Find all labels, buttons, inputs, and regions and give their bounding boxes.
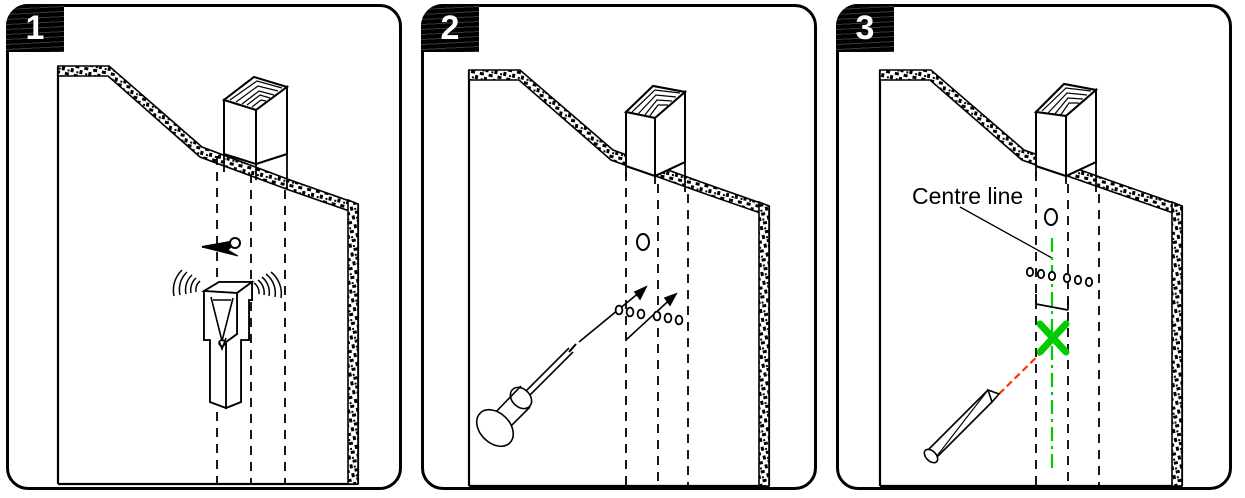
wall-plane [56, 66, 360, 486]
pencil [923, 388, 1001, 464]
wood-grain [229, 80, 283, 108]
centre-line-label: Centre line [912, 183, 1024, 209]
wood-grain [1041, 87, 1092, 117]
wood-grain [631, 89, 681, 118]
probe-direction-arrow-2 [625, 292, 678, 341]
stud-hidden-edges [223, 154, 288, 190]
fixing-hole [1044, 208, 1058, 226]
stud-width-bracket [1035, 294, 1069, 311]
panel-1-artwork [6, 4, 402, 490]
panel-1-drawing [56, 65, 360, 486]
fixing-hole [636, 233, 650, 251]
probe-holes-right [1062, 272, 1094, 288]
wall-top-broken-edge [468, 69, 770, 218]
centre-mark-cross [1036, 320, 1070, 356]
step-number-1: 1 [25, 9, 45, 47]
wall-right-broken-edge [758, 200, 770, 487]
probe-direction-arrow-1 [578, 285, 648, 343]
leader-line [959, 206, 1053, 259]
stud-finder-device [201, 280, 255, 410]
probe-holes-right [652, 310, 684, 326]
timber-stud [1033, 82, 1099, 178]
panel-step-1: 1 [0, 0, 415, 498]
marking-line [998, 339, 1055, 395]
dashed-centre-guides [1035, 172, 1100, 486]
panel-2-artwork [421, 4, 817, 490]
timber-stud [623, 84, 688, 178]
panel-3-frame [836, 4, 1232, 490]
probe-holes-left [1025, 266, 1057, 282]
step-badge-2: 2 [421, 4, 479, 52]
dashed-centre-guides [625, 172, 689, 486]
panel-3-artwork [836, 4, 1232, 490]
step-badge-3: 3 [836, 4, 894, 52]
stud-finder-marking [210, 296, 234, 352]
panel-3-drawing [878, 69, 1184, 488]
signal-waves-right [253, 271, 283, 299]
step-badge-1: 1 [6, 4, 64, 52]
step-number-3: 3 [855, 9, 875, 47]
wall-top-broken-edge [57, 65, 359, 216]
probe-holes-left [614, 304, 646, 320]
panel-2-drawing [467, 69, 771, 488]
screwdriver [475, 343, 577, 448]
timber-stud [221, 75, 290, 166]
wall-right-broken-edge [1171, 200, 1183, 487]
scan-direction-arrow [201, 237, 241, 257]
panel-2-frame [421, 4, 817, 490]
panel-step-3: Centre line 3 [830, 0, 1245, 498]
signal-waves-left [172, 269, 201, 297]
panel-step-2: 2 [415, 0, 830, 498]
wall-right-broken-edge [347, 198, 359, 485]
wall-plane [878, 70, 1184, 488]
step-number-2: 2 [440, 9, 460, 47]
